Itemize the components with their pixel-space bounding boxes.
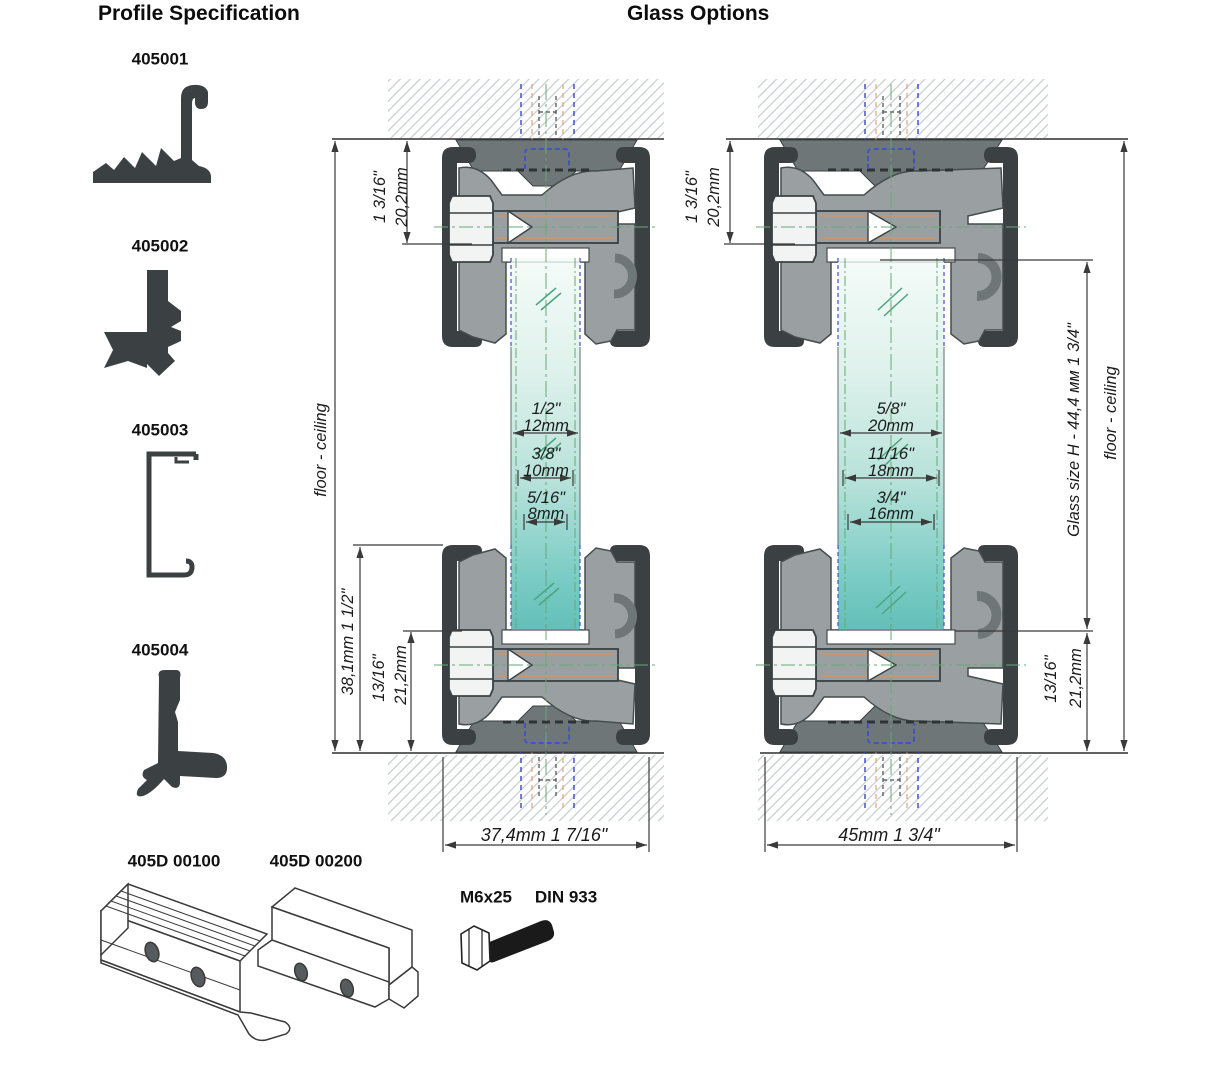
- profile-code-405002: 405002: [131, 236, 189, 256]
- d2-glass-height-label: Glass size H - 44,4 мм 1 3/4": [1064, 323, 1083, 537]
- right-section-title: Glass Options: [627, 2, 770, 25]
- d2-floor-ceiling-label: floor - ceiling: [1101, 366, 1120, 460]
- profile-code-405001: 405001: [131, 49, 189, 69]
- left-section-title: Profile Specification: [98, 2, 300, 25]
- bolt-size-label: M6x25: [460, 887, 512, 907]
- d1-glass-option-2-mm: 10mm: [523, 461, 569, 480]
- profile-405004-drawing: [136, 670, 228, 797]
- d2-bottom-offset-mm: 21,2mm: [1066, 648, 1085, 708]
- profile-code-405003: 405003: [131, 420, 189, 440]
- d2-glass-option-1-inch: 5/8": [876, 399, 906, 418]
- d1-floor-ceiling-label: floor - ceiling: [311, 403, 330, 497]
- bolt-head: [460, 925, 491, 971]
- d1-glass-option-1-inch: 1/2": [531, 399, 561, 418]
- d2-overall-width: 45mm 1 3/4": [838, 825, 940, 845]
- d1-profile-height: 38,1mm 1 1/2": [338, 588, 357, 696]
- bracket-code-405D00100: 405D 00100: [127, 851, 221, 871]
- profile-405003-drawing: [146, 451, 199, 578]
- d2-glass-option-2-inch: 11/16": [868, 444, 914, 463]
- d1-glass-option-3-mm: 8mm: [527, 504, 565, 523]
- profile-gallery: [93, 84, 555, 1042]
- d1-top-offset-mm: 20,2mm: [392, 167, 411, 227]
- floor-hatch: [388, 755, 664, 821]
- bolt-shaft: [486, 920, 555, 963]
- ceiling-hatch: [758, 79, 1048, 138]
- dimension-lines: [331, 141, 650, 852]
- d1-glass-option-3-inch: 5/16": [527, 488, 565, 507]
- floor-hatch: [758, 755, 1048, 821]
- bracket-hole: [144, 941, 160, 963]
- bracket-hole: [190, 966, 206, 988]
- profile-405001-drawing: [93, 84, 211, 183]
- d1-glass-option-2-inch: 3/8": [531, 444, 561, 463]
- bolt-m6x25-drawing: [460, 920, 555, 971]
- profile-code-405004: 405004: [131, 640, 189, 660]
- d1-overall-width: 37,4mm 1 7/16": [480, 825, 608, 845]
- ceiling-hatch: [388, 79, 664, 138]
- glass-tick-marks: [533, 287, 562, 606]
- d1-top-offset-inch: 1 3/16": [370, 171, 389, 223]
- d1-bottom-offset-mm: 21,2mm: [391, 645, 410, 705]
- bolt-standard-label: DIN 933: [534, 887, 598, 907]
- section-drawing-1: [331, 79, 664, 852]
- bracket-405D00200-drawing: [257, 887, 419, 1009]
- d2-glass-option-3-mm: 16mm: [868, 504, 914, 523]
- d1-bottom-offset-inch: 13/16": [369, 654, 388, 702]
- d2-glass-option-3-inch: 3/4": [876, 488, 906, 507]
- bracket-hole: [293, 962, 309, 982]
- bracket-405D00100-drawing: [99, 882, 291, 1042]
- glass-tick-marks: [875, 287, 909, 615]
- d2-glass-option-2-mm: 18mm: [868, 461, 914, 480]
- bracket-hole: [339, 978, 355, 998]
- profile-405002-drawing: [104, 270, 181, 376]
- d2-bottom-offset-inch: 13/16": [1041, 655, 1060, 703]
- bracket-code-405D00200: 405D 00200: [269, 851, 363, 871]
- d2-glass-option-1-mm: 20mm: [868, 416, 914, 435]
- d2-top-offset-inch: 1 3/16": [682, 171, 701, 223]
- d1-glass-option-1-mm: 12mm: [523, 416, 569, 435]
- section-drawing-2: [724, 79, 1128, 852]
- d2-top-offset-mm: 20,2mm: [704, 167, 723, 227]
- dimension-lines: [724, 141, 1128, 852]
